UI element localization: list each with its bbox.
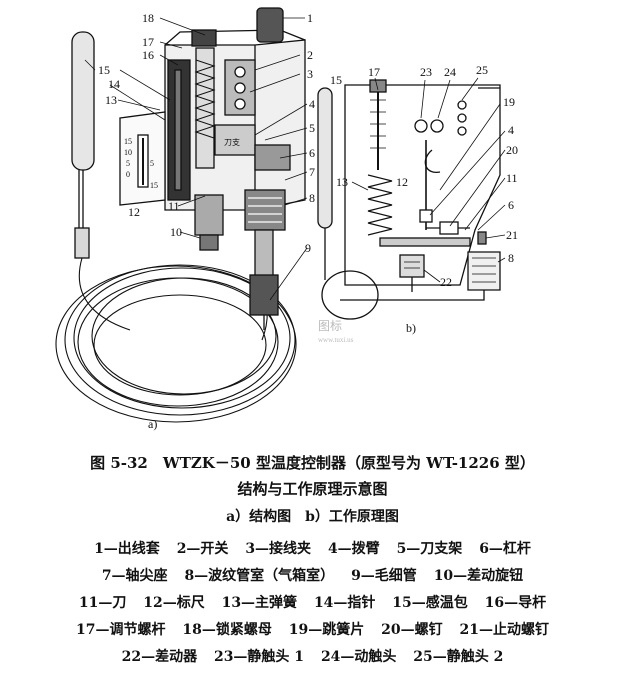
legend-line-3: 11—刀 12—标尺 13—主弹簧 14—指针 15—感温包 16—导杆: [0, 590, 625, 617]
legend-item: 23—静触头 1: [213, 649, 305, 665]
label-b-13: 13: [336, 175, 348, 189]
legend-item: 7—轴尖座: [101, 568, 168, 584]
label-b-17: 17: [368, 65, 380, 79]
part-note: 刀支: [224, 137, 240, 147]
label-b-19: 19: [503, 95, 515, 109]
legend-item: 14—指针: [313, 595, 376, 611]
label-b-23: 23: [420, 65, 432, 79]
figure: 1 2 3 4 5 6 7 8 9 10 11 12 13 14 15 16 1…: [55, 7, 518, 431]
label-a-16: 16: [142, 48, 154, 62]
label-b-15: 15: [330, 73, 342, 87]
legend-item: 19—跳簧片: [288, 622, 365, 638]
label-a-9: 9: [305, 241, 311, 255]
label-b-8: 8: [508, 251, 514, 265]
panel-a-drawing: [55, 7, 306, 423]
legend-item: 5—刀支架: [396, 541, 463, 557]
scale-number: 5: [150, 159, 154, 168]
legend-item: 24—动触头: [320, 649, 397, 665]
label-b-6: 6: [508, 198, 514, 212]
label-b-20: 20: [506, 143, 518, 157]
figure-title-line1: 图 5-32 WTZK－50 型温度控制器（原型号为 WT-1226 型）: [90, 454, 535, 472]
label-b-22: 22: [440, 275, 452, 289]
legend-item: 17—调节螺杆: [76, 622, 166, 638]
label-a-6: 6: [309, 146, 315, 160]
label-a-17: 17: [142, 35, 154, 49]
label-a-2: 2: [307, 48, 313, 62]
scale-number: 10: [124, 148, 132, 157]
label-b-25: 25: [476, 63, 488, 77]
panel-b-caption: b): [406, 321, 416, 335]
panel-a-caption: a): [148, 417, 157, 431]
legend-item: 21—止动螺钉: [459, 622, 549, 638]
panel-b-labels: 17 23 24 25 19 4 20 11 6 21 8 22 13 12 1…: [330, 63, 518, 289]
figure-subtitle: a）结构图 b）工作原理图: [226, 509, 399, 525]
scale-number: 15: [124, 137, 132, 146]
label-b-21: 21: [506, 228, 518, 242]
legend-line-1: 1—出线套 2—开关 3—接线夹 4—拨臂 5—刀支架 6—杠杆: [0, 536, 625, 563]
legend-item: 15—感温包: [392, 595, 468, 611]
legend-line-4: 17—调节螺杆 18—锁紧螺母 19—跳簧片 20—螺钉 21—止动螺钉: [0, 617, 625, 644]
scale-numbers: 15 10 5 0 5 15: [124, 137, 158, 190]
label-a-7: 7: [309, 165, 315, 179]
watermark: 图标: [318, 319, 342, 333]
legend-item: 16—导杆: [484, 595, 547, 611]
scale-number: 15: [150, 181, 158, 190]
diagram-svg: 1 2 3 4 5 6 7 8 9 10 11 12 13 14 15 16 1…: [55, 7, 518, 431]
legend-line-5: 22—差动器 23—静触头 1 24—动触头 25—静触头 2: [0, 644, 625, 671]
legend-item: 3—接线夹: [245, 541, 312, 557]
scale-number: 0: [126, 170, 130, 179]
legend-item: 6—杠杆: [479, 541, 531, 557]
scale-number: 5: [126, 159, 130, 168]
panel-b-leaders: [351, 77, 506, 283]
legend-item: 4—拨臂: [327, 541, 380, 557]
legend-item: 11—刀: [78, 595, 127, 611]
label-a-15: 15: [98, 63, 110, 77]
label-b-12: 12: [396, 175, 408, 189]
legend-item: 18—锁紧螺母: [182, 622, 272, 638]
parts-legend: 1—出线套 2—开关 3—接线夹 4—拨臂 5—刀支架 6—杠杆 7—轴尖座 8…: [0, 536, 625, 671]
legend-item: 20—螺钉: [381, 622, 443, 638]
legend-item: 12—标尺: [143, 595, 205, 611]
panel-a-leaders: [84, 17, 308, 301]
label-a-14: 14: [108, 77, 120, 91]
legend-item: 1—出线套: [94, 541, 160, 557]
legend-item: 13—主弹簧: [221, 595, 298, 611]
label-a-18: 18: [142, 11, 154, 25]
label-a-11: 11: [168, 199, 180, 213]
label-a-1: 1: [307, 11, 313, 25]
watermark-url: www.tuxi.us: [318, 336, 354, 344]
legend-item: 22—差动器: [121, 649, 198, 665]
legend-item: 8—波纹管室（气箱室）: [184, 568, 335, 584]
label-a-5: 5: [309, 121, 315, 135]
label-a-8: 8: [309, 191, 315, 205]
legend-item: 2—开关: [176, 541, 229, 557]
legend-item: 9—毛细管: [351, 568, 417, 584]
label-a-10: 10: [170, 225, 182, 239]
sensing-bulb: [71, 31, 95, 171]
legend-item: 25—静触头 2: [413, 649, 504, 665]
legend-line-2: 7—轴尖座 8—波纹管室（气箱室） 9—毛细管 10—差动旋钮: [0, 563, 625, 590]
label-a-4: 4: [309, 97, 315, 111]
label-a-12: 12: [128, 205, 140, 219]
label-a-3: 3: [307, 67, 313, 81]
label-b-4: 4: [508, 123, 514, 137]
panel-b-drawing: [317, 79, 501, 320]
label-b-24: 24: [444, 65, 456, 79]
panel-a-labels: 1 2 3 4 5 6 7 8 9 10 11 12 13 14 15 16 1…: [98, 11, 315, 255]
label-a-13: 13: [105, 93, 117, 107]
label-b-11: 11: [506, 171, 518, 185]
figure-title-line2: 结构与工作原理示意图: [237, 480, 388, 498]
legend-item: 10—差动旋钮: [433, 568, 524, 584]
